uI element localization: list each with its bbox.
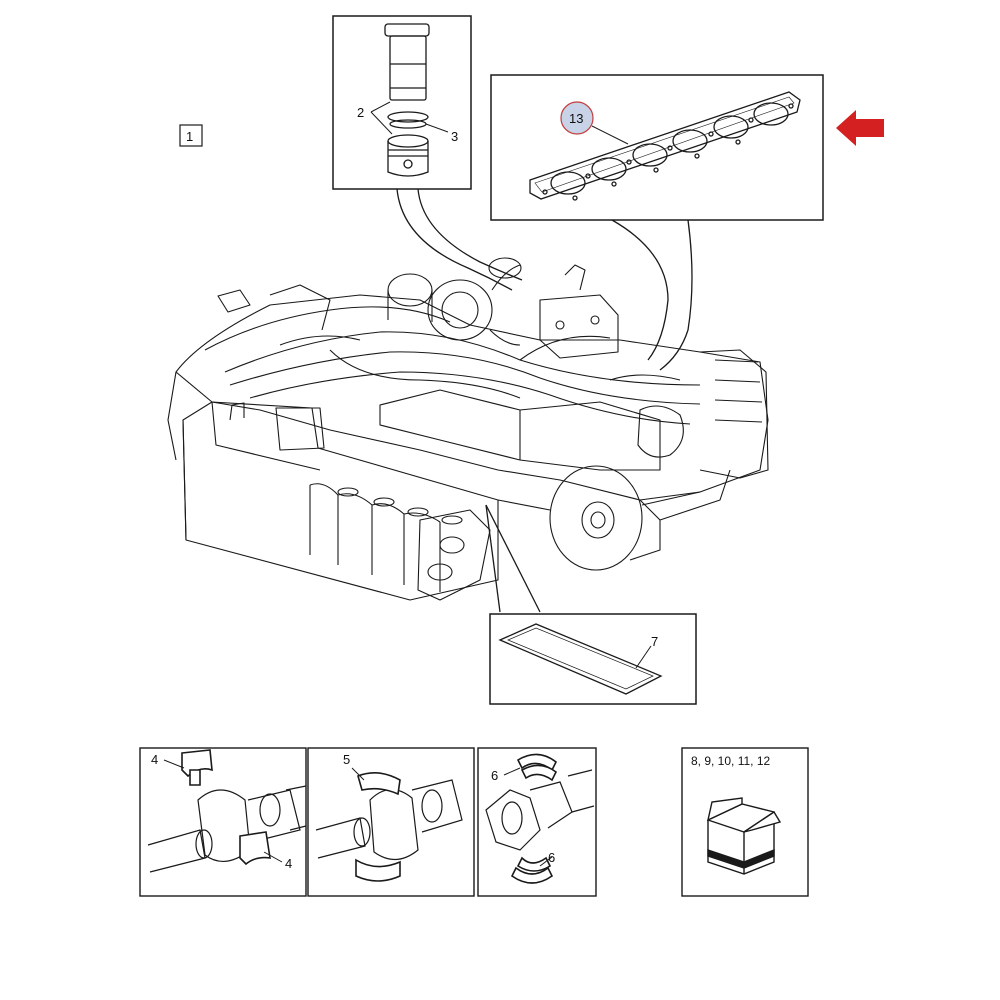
red-arrow-icon: [836, 110, 884, 146]
liner-kit-callout[interactable]: 2 3: [332, 15, 472, 190]
label-13: 13: [569, 111, 583, 126]
main-bearing-shell: [181, 749, 271, 866]
thrust-washers-panel[interactable]: 6 6: [477, 747, 597, 897]
engine-drawing: [167, 257, 769, 601]
thrust-washer: [510, 753, 558, 884]
box-icon: [707, 797, 782, 875]
page-marker-label: 1: [186, 129, 193, 144]
conrod-bearings-panel[interactable]: 5: [307, 747, 475, 897]
label-7: 7: [651, 634, 658, 649]
label-5: 5: [343, 752, 350, 767]
label-4-top: 4: [151, 752, 158, 767]
main-bearings-panel[interactable]: 4 4: [139, 747, 307, 897]
oil-pan-gasket: [498, 623, 663, 695]
label-2: 2: [357, 105, 364, 120]
oil-pan-gasket-callout[interactable]: 7: [489, 613, 697, 705]
head-gasket: [529, 91, 801, 201]
callout-leaders: [396, 188, 693, 613]
conrod-bearing-shell: [355, 772, 401, 882]
label-6-bottom: 6: [548, 850, 555, 865]
page-marker: 1: [179, 124, 203, 147]
crankshaft-3: [485, 769, 595, 851]
kit-box-panel[interactable]: 8, 9, 10, 11, 12: [681, 747, 809, 897]
highlight-13: [560, 101, 594, 135]
cylinder-liner: [384, 23, 430, 101]
head-gasket-callout[interactable]: 13: [490, 74, 824, 221]
piston: [387, 134, 429, 177]
label-3: 3: [451, 129, 458, 144]
crankshaft-2: [315, 779, 463, 861]
label-4-bottom: 4: [285, 856, 292, 871]
label-6-top: 6: [491, 768, 498, 783]
kit-box-label: 8, 9, 10, 11, 12: [691, 754, 770, 768]
